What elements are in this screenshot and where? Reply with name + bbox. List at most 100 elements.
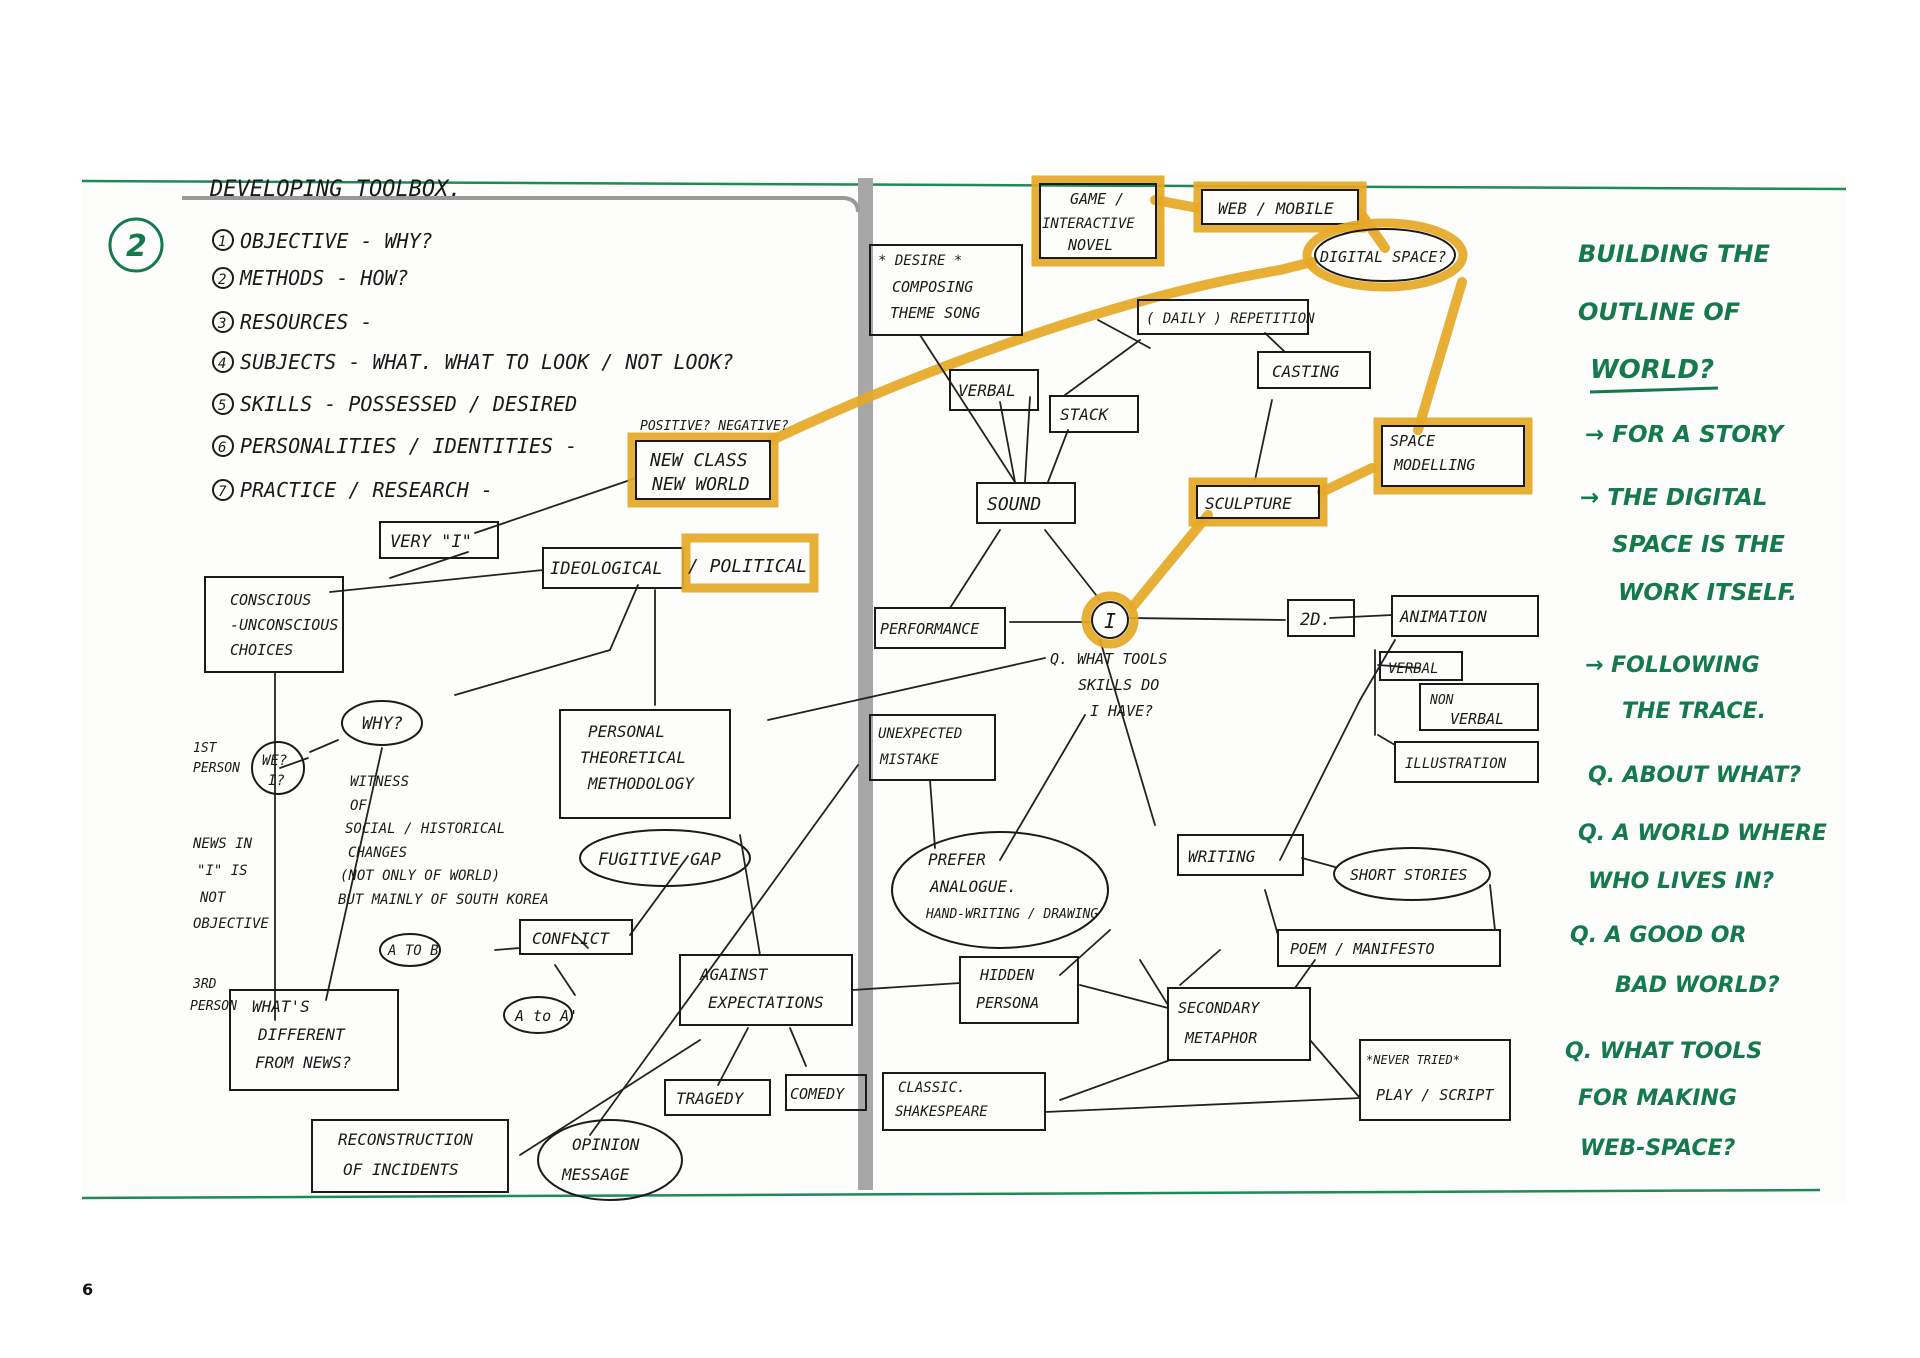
top-rule	[81, 179, 1847, 191]
positive-negative-label: POSITIVE? NEGATIVE?	[640, 419, 789, 434]
note-line: BAD WORLD?	[1615, 973, 1780, 998]
svg-text:NOT: NOT	[199, 890, 227, 906]
note-line: SPACE IS THE	[1612, 532, 1785, 558]
svg-text:HIDDEN: HIDDEN	[979, 966, 1035, 984]
svg-text:CHOICES: CHOICES	[230, 641, 293, 659]
svg-text:CHANGES: CHANGES	[348, 845, 407, 861]
svg-text:DIFFERENT: DIFFERENT	[257, 1025, 346, 1044]
svg-text:PLAY / SCRIPT: PLAY / SCRIPT	[1376, 1086, 1494, 1104]
node-daily-repetition: ( DAILY ) REPETITION	[1137, 299, 1315, 335]
svg-text:ILLUSTRATION: ILLUSTRATION	[1405, 756, 1507, 772]
svg-text:VERBAL: VERBAL	[1450, 710, 1504, 728]
svg-text:( DAILY ) REPETITION: ( DAILY ) REPETITION	[1146, 311, 1315, 327]
svg-text:UNEXPECTED: UNEXPECTED	[878, 726, 962, 742]
svg-text:SKILLS - POSSESSED / DESIRED: SKILLS - POSSESSED / DESIRED	[240, 392, 577, 416]
svg-text:HAND-WRITING / DRAWING: HAND-WRITING / DRAWING	[925, 907, 1098, 922]
svg-text:2: 2	[218, 272, 226, 288]
svg-text:WHAT'S: WHAT'S	[252, 997, 310, 1016]
svg-text:CONFLICT: CONFLICT	[532, 929, 610, 948]
node-digital-space: DIGITAL SPACE?	[1302, 218, 1468, 292]
svg-text:OBJECTIVE - WHY?: OBJECTIVE - WHY?	[240, 229, 433, 253]
svg-text:VERBAL: VERBAL	[1388, 661, 1439, 677]
svg-text:THEORETICAL: THEORETICAL	[580, 748, 686, 767]
note-line: Q. ABOUT WHAT?	[1588, 763, 1801, 788]
svg-text:OF INCIDENTS: OF INCIDENTS	[343, 1160, 459, 1179]
svg-text:OF: OF	[350, 798, 367, 814]
svg-text:INTERACTIVE: INTERACTIVE	[1042, 216, 1135, 232]
svg-text:5: 5	[218, 398, 226, 414]
svg-text:I?: I?	[268, 773, 285, 789]
svg-text:SHORT STORIES: SHORT STORIES	[1350, 866, 1467, 884]
node-unexpected-mistake: UNEXPECTED MISTAKE	[869, 714, 996, 781]
left-page-edge	[182, 196, 860, 213]
note-line: WHO LIVES IN?	[1588, 869, 1774, 894]
node-desire-theme-song: * DESIRE * COMPOSING THEME SONG	[869, 244, 1023, 336]
svg-text:BUT MAINLY OF SOUTH KOREA: BUT MAINLY OF SOUTH KOREA	[338, 892, 549, 908]
svg-text:WEB / MOBILE: WEB / MOBILE	[1218, 199, 1334, 218]
node-sculpture: SCULPTURE	[1188, 477, 1328, 527]
highlight-path-right	[1413, 277, 1467, 435]
note-line: WORLD?	[1590, 355, 1714, 385]
svg-text:POEM / MANIFESTO: POEM / MANIFESTO	[1290, 940, 1435, 958]
first-person-label: 1ST	[193, 741, 218, 756]
node-prefer-analogue: PREFER ANALOGUE. HAND-WRITING / DRAWING	[891, 831, 1109, 949]
svg-text:GAME /: GAME /	[1070, 190, 1124, 208]
svg-text:SKILLS DO: SKILLS DO	[1078, 676, 1159, 694]
node-tragedy: TRAGEDY	[664, 1079, 771, 1116]
svg-text:VERBAL: VERBAL	[958, 381, 1016, 400]
svg-text:2D.: 2D.	[1300, 610, 1331, 630]
notebook-spine	[858, 178, 873, 1190]
list-item: 1 OBJECTIVE - WHY?	[212, 229, 433, 253]
svg-text:"I" IS: "I" IS	[197, 863, 248, 879]
svg-text:WHY?: WHY?	[362, 714, 403, 734]
svg-text:/ POLITICAL: / POLITICAL	[688, 556, 807, 577]
list-item: 4 SUBJECTS - WHAT. WHAT TO LOOK / NOT LO…	[212, 350, 734, 374]
svg-text:PERSONAL: PERSONAL	[588, 722, 665, 741]
node-play-script: *NEVER TRIED* PLAY / SCRIPT	[1359, 1039, 1511, 1121]
node-hidden-persona: HIDDEN PERSONA	[959, 956, 1079, 1024]
list-item: 7 PRACTICE / RESEARCH -	[212, 478, 493, 502]
node-performance: PERFORMANCE	[874, 607, 1006, 649]
note-line: WEB-SPACE?	[1580, 1136, 1736, 1161]
svg-text:SOCIAL / HISTORICAL: SOCIAL / HISTORICAL	[345, 821, 505, 837]
node-poem-manifesto: POEM / MANIFESTO	[1277, 929, 1501, 967]
list-item: 5 SKILLS - POSSESSED / DESIRED	[212, 392, 577, 416]
number-badge: 2	[126, 229, 147, 264]
svg-text:ANALOGUE.: ANALOGUE.	[929, 877, 1017, 896]
node-against-expectations: AGAINST EXPECTATIONS	[679, 954, 853, 1026]
page-number: 6	[82, 1280, 94, 1299]
node-verbal-right: VERBAL	[1379, 651, 1463, 681]
svg-text:THEME SONG: THEME SONG	[890, 304, 980, 322]
list-item: 6 PERSONALITIES / IDENTITIES -	[212, 434, 577, 458]
node-a-to-b: A TO B	[379, 933, 441, 967]
question-tools-note: Q. WHAT TOOLS SKILLS DO I HAVE?	[1050, 650, 1167, 720]
note-line: Q. A GOOD OR	[1570, 923, 1746, 948]
svg-text:VERY "I": VERY "I"	[390, 532, 472, 552]
svg-text:RESOURCES -: RESOURCES -	[240, 310, 372, 334]
note-line: WORK ITSELF.	[1618, 580, 1797, 606]
svg-text:Q. WHAT TOOLS: Q. WHAT TOOLS	[1050, 650, 1167, 668]
svg-text:*NEVER TRIED*: *NEVER TRIED*	[1366, 1053, 1460, 1067]
svg-text:CLASSIC.: CLASSIC.	[898, 1080, 965, 1096]
witness-note: WITNESS OF SOCIAL / HISTORICAL CHANGES (…	[338, 774, 549, 908]
svg-text:CASTING: CASTING	[1272, 362, 1340, 381]
svg-text:4: 4	[218, 356, 226, 372]
node-sound: SOUND	[976, 482, 1076, 524]
svg-text:NEW WORLD: NEW WORLD	[651, 474, 750, 495]
svg-text:A TO B: A TO B	[387, 943, 439, 959]
svg-text:DIGITAL SPACE?: DIGITAL SPACE?	[1319, 248, 1446, 266]
svg-text:-UNCONSCIOUS: -UNCONSCIOUS	[230, 616, 338, 634]
bottom-rule	[81, 1188, 1821, 1200]
svg-text:SCULPTURE: SCULPTURE	[1205, 494, 1292, 513]
svg-text:A to A': A to A'	[514, 1007, 578, 1025]
node-conscious-choices: CONSCIOUS -UNCONSCIOUS CHOICES	[204, 576, 344, 673]
note-line: FOR MAKING	[1578, 1086, 1737, 1111]
svg-text:STACK: STACK	[1060, 405, 1110, 424]
node-new-class-world: NEW CLASS NEW WORLD	[627, 432, 779, 508]
node-short-stories: SHORT STORIES	[1333, 847, 1491, 901]
node-casting: CASTING	[1257, 351, 1371, 389]
svg-text:WE?: WE?	[262, 753, 287, 769]
cut-heading: DEVELOPING TOOLBOX.	[209, 177, 462, 202]
node-fugitive-gap: FUGITIVE GAP	[579, 829, 751, 887]
highlight-path-top	[767, 257, 1317, 445]
